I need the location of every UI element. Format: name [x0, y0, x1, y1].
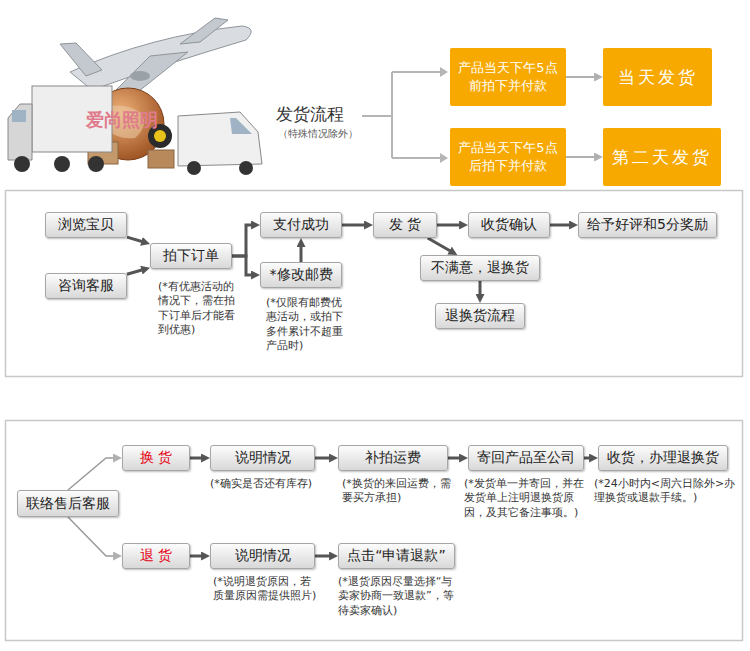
process-box: 不满意，退换货 — [420, 255, 540, 281]
flow-arrow — [127, 237, 146, 243]
process-box: 咨询客服 — [45, 273, 127, 299]
note-text: (*仅限有邮费优惠活动，或拍下多件累计不超重产品时) — [266, 296, 352, 353]
section-title: 发货流程 — [276, 103, 344, 126]
box-text: 给予好评和5分奖励 — [587, 216, 708, 234]
box-text: 当天发货 — [618, 66, 698, 89]
van-body — [178, 112, 262, 166]
note-text: （特殊情况除外） — [266, 127, 370, 140]
box-text: 不满意，退换货 — [431, 259, 529, 277]
box-text: 说明情况 — [235, 449, 291, 467]
box-text: 产品当天下午5点后拍下并付款 — [456, 139, 560, 174]
watermark: 爱尚照明 — [86, 108, 196, 131]
process-box: 支付成功 — [260, 212, 342, 238]
airplane-engine — [130, 71, 150, 81]
box-text: 补拍运费 — [365, 449, 421, 467]
process-box: 点击“申请退款” — [338, 543, 455, 569]
flow-arrow — [127, 269, 146, 274]
process-box: 拍下订单 — [150, 243, 232, 269]
bracket-arrowhead — [440, 67, 448, 163]
flow-arrow — [428, 238, 454, 253]
box-text: 退 货 — [140, 547, 172, 565]
box-text: 发 货 — [389, 216, 421, 234]
parcel — [148, 150, 174, 168]
box-text: 联络售后客服 — [26, 495, 110, 513]
truck-window — [12, 110, 26, 122]
flow-panel — [6, 191, 743, 377]
bracket-line — [362, 72, 392, 158]
box-text: 点击“申请退款” — [347, 547, 446, 565]
airplane-tail — [60, 43, 102, 76]
process-box: 发 货 — [373, 212, 437, 238]
flow-arrow — [190, 555, 206, 558]
flow-arrow — [68, 458, 118, 490]
tyre-hub — [154, 130, 166, 142]
box-text: 浏览宝贝 — [58, 216, 114, 234]
flow-arrow — [584, 457, 594, 460]
process-box: 补拍运费 — [338, 445, 448, 471]
box-text: 拍下订单 — [163, 247, 219, 265]
van-window — [230, 118, 252, 134]
van-wheel — [187, 161, 201, 175]
box-text: 第二天发货 — [612, 146, 712, 169]
flow-arrow — [566, 156, 599, 158]
box-text: 产品当天下午5点前拍下并付款 — [456, 59, 560, 94]
process-box: 退换货流程 — [435, 303, 525, 329]
branch-box: 换 货 — [122, 445, 190, 471]
box-text: 咨询客服 — [58, 277, 114, 295]
box-text: 收货，办理退换货 — [607, 449, 719, 467]
box-text: 说明情况 — [235, 547, 291, 565]
flow-arrow — [315, 555, 334, 558]
box-text: 支付成功 — [273, 216, 329, 234]
after-sale-panel — [6, 421, 743, 641]
airplane-wing — [180, 18, 228, 44]
process-box: 给予好评和5分奖励 — [578, 212, 717, 238]
flow-arrow — [448, 457, 464, 460]
truck-wheel — [88, 156, 104, 172]
process-box: 联络售后客服 — [17, 490, 119, 517]
note-text: (*说明退货原因，若质量原因需提供照片) — [213, 575, 319, 604]
process-box: 寄回产品至公司 — [468, 445, 584, 471]
flow-arrow — [342, 224, 369, 227]
flow-arrow — [232, 256, 256, 275]
note-text: (*24小时内<周六日除外>办理换货或退款手续。) — [594, 477, 736, 506]
note-text: (*换货的来回运费，需要买方承担) — [342, 477, 452, 506]
condition-box: 产品当天下午5点后拍下并付款 — [450, 128, 566, 186]
process-box: 说明情况 — [210, 445, 315, 471]
box-text: 退换货流程 — [445, 307, 515, 325]
process-box: 浏览宝贝 — [45, 212, 127, 238]
process-box: 说明情况 — [210, 543, 315, 569]
result-box: 当天发货 — [603, 48, 712, 106]
box-text: 收货确认 — [481, 216, 537, 234]
box-text: *修改邮费 — [270, 266, 333, 284]
flow-arrow — [437, 224, 464, 227]
result-box: 第二天发货 — [603, 128, 721, 186]
branch-box: 退 货 — [122, 543, 190, 569]
flow-arrow — [566, 76, 599, 78]
flow-arrow — [550, 224, 574, 227]
van-wheel — [239, 161, 253, 175]
condition-box: 产品当天下午5点前拍下并付款 — [450, 48, 566, 106]
note-text: (*确实是否还有库存) — [210, 477, 320, 491]
process-box: 收货，办理退换货 — [598, 445, 728, 471]
truck-cab — [8, 104, 32, 160]
note-text: (*有优惠活动的情况下，需在拍下订单后才能看到优惠) — [158, 280, 238, 337]
flow-arrow — [300, 242, 303, 262]
process-box: 收货确认 — [468, 212, 550, 238]
truck-wheel — [54, 156, 70, 172]
bracket-line — [392, 72, 440, 158]
truck-wheel — [14, 156, 30, 172]
flow-arrow — [190, 457, 206, 460]
note-text: (*退货原因尽量选择“与卖家协商一致退款”，等待卖家确认) — [338, 575, 458, 618]
flow-arrow — [232, 225, 256, 256]
note-text: (*发货单一并寄回，并在发货单上注明退换货原因，及其它备注事项。) — [464, 477, 588, 520]
box-text: 寄回产品至公司 — [477, 449, 575, 467]
flow-arrow — [68, 517, 118, 556]
box-text: 换 货 — [140, 449, 172, 467]
flow-arrow — [315, 457, 334, 460]
flow-arrow — [479, 281, 482, 299]
process-box: *修改邮费 — [260, 262, 342, 288]
